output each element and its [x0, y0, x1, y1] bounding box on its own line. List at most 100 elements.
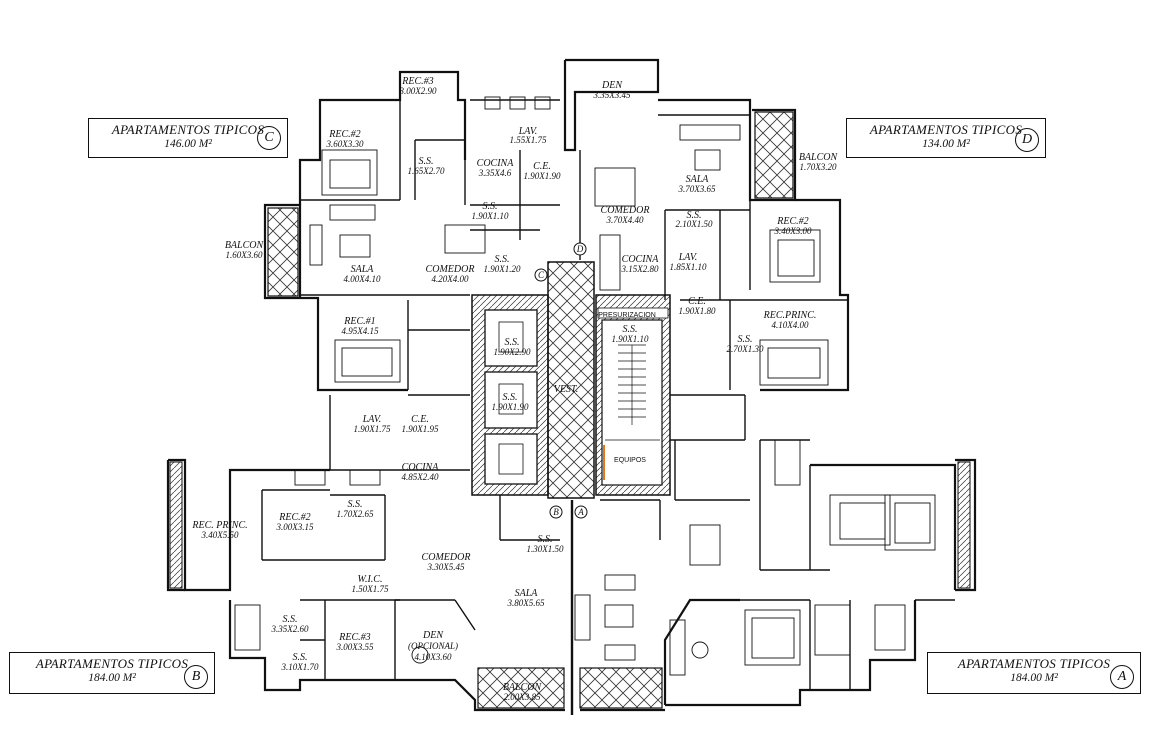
room-name: COMEDOR [426, 264, 475, 275]
apartment-letter: A [1110, 665, 1134, 689]
room-name: REC.#2 [278, 512, 310, 523]
room-rec2-c: REC.#23.60X3.30 [326, 129, 364, 149]
marker-d: D [576, 244, 584, 254]
room-name: LAV. [518, 126, 538, 137]
room-dim: 3.35X4.6 [478, 168, 512, 178]
room-rec3-b: REC.#33.00X3.55 [336, 632, 374, 652]
room-dim: 3.30X5.45 [427, 562, 465, 572]
room-dim: 1.90X1.20 [484, 264, 521, 274]
room-dim: 1.90X1.95 [402, 424, 439, 434]
room-dim: 1.55X1.75 [510, 135, 547, 145]
room-dim: 1.60X3.60 [226, 250, 263, 260]
marker-c: C [538, 270, 545, 280]
room-name: S.S. [623, 324, 638, 335]
apartment-area: 134.00 M² [922, 138, 970, 150]
room-name: REC. PRINC. [191, 520, 247, 531]
apartment-a-label: APARTAMENTOS TIPICOS 184.00 M² A [927, 652, 1141, 694]
room-dim: 1.90X1.90 [492, 402, 529, 412]
room-name: DEN [601, 80, 623, 91]
room-name: SALA [686, 174, 710, 185]
room-ss-c1: S.S.1.65X2.70 [408, 156, 445, 176]
room-dim: 1.90X1.10 [472, 211, 509, 221]
room-dim: 4.20X4.00 [432, 274, 469, 284]
room-dim: 1.65X2.70 [408, 166, 445, 176]
apartment-title: APARTAMENTOS TIPICOS [957, 656, 1111, 671]
room-ss-b4: S.S.3.10X1.70 [281, 652, 319, 672]
room-dim: (OPCIONAL) [408, 641, 458, 651]
room-name: C.E. [411, 414, 429, 425]
room-dim: 3.70X3.65 [678, 184, 716, 194]
room-dim: 3.15X2.80 [621, 264, 659, 274]
room-ss-d2: S.S.1.90X1.10 [612, 324, 649, 344]
room-dim: 3.40X3.00 [774, 226, 812, 236]
room-ss-b3: S.S.3.35X2.60 [271, 614, 309, 634]
room-name: S.S. [293, 652, 308, 663]
room-name: REC.#1 [343, 316, 375, 327]
room-dim: 1.90X1.75 [354, 424, 391, 434]
room-wic-b: W.I.C.1.50X1.75 [352, 574, 389, 594]
room-name: VEST. [554, 384, 579, 395]
room-name: REC.#3 [401, 76, 433, 87]
room-dim: 4.95X4.15 [342, 326, 379, 336]
room-name: BALCON [225, 240, 265, 251]
room-name: REC.#2 [328, 129, 360, 140]
room-dim: 1.90X1.80 [679, 306, 716, 316]
room-ce-d: C.E.1.90X1.80 [679, 296, 716, 316]
apartment-title: APARTAMENTOS TIPICOS [869, 122, 1023, 137]
room-rec2-b: REC.#23.00X3.15 [276, 512, 314, 532]
room-name: SALA [351, 264, 375, 275]
room-dim: 4.10X4.00 [772, 320, 809, 330]
room-name: REC.#2 [776, 216, 808, 227]
room-name: S.S. [495, 254, 510, 265]
room-dim: 4.85X2.40 [402, 472, 439, 482]
room-name: COCINA [402, 462, 440, 473]
room-name: S.S. [738, 334, 753, 345]
room-name: S.S. [419, 156, 434, 167]
apartment-area: 184.00 M² [1010, 672, 1058, 684]
room-name: BALCON [799, 152, 839, 163]
room-dim: 4.00X4.10 [344, 274, 381, 284]
room-name: S.S. [283, 614, 298, 625]
room-dim: 1.50X1.75 [352, 584, 389, 594]
room-name: DEN [422, 630, 444, 641]
apartment-letter: B [184, 665, 208, 689]
room-ss-c3: S.S.1.90X1.20 [484, 254, 521, 274]
room-name: C.E. [533, 161, 551, 172]
room-name: BALCON [503, 682, 543, 693]
room-name: REC.#3 [338, 632, 370, 643]
apartment-letter: D [1015, 128, 1039, 152]
room-dim: 3.60X3.30 [326, 139, 364, 149]
room-name: W.I.C. [358, 574, 383, 585]
room-dim: 1.70X3.20 [800, 162, 837, 172]
unit-markers: C D B A [534, 242, 588, 519]
room-dim: 4.10X3.60 [415, 652, 452, 662]
room-dim: 1.90X1.90 [524, 171, 561, 181]
room-recprinc-d: REC.PRINC.4.10X4.00 [763, 310, 817, 330]
room-dim: 3.40X5.50 [201, 530, 239, 540]
room-dim: 2.70X1.30 [727, 344, 764, 354]
room-lav-d: LAV.1.85X1.10 [670, 252, 707, 272]
equipos-label: EQUIPOS [614, 457, 646, 464]
room-den-b: DEN(OPCIONAL)4.10X3.60 [408, 630, 458, 662]
room-rec3-c: REC.#33.00X2.90 [399, 76, 437, 96]
room-name: COCINA [622, 254, 660, 265]
room-ce-b: C.E.1.90X1.95 [402, 414, 439, 434]
room-name: S.S. [538, 534, 553, 545]
room-dim: 1.70X2.65 [337, 509, 374, 519]
room-recprinc-b: REC. PRINC.3.40X5.50 [191, 520, 247, 540]
room-lav-c: LAV.1.55X1.75 [510, 126, 547, 145]
interior-walls [261, 99, 955, 715]
apartment-area: 184.00 M² [88, 672, 136, 684]
room-name: S.S. [687, 210, 702, 221]
room-ss-core1: S.S.1.90X2.90 [494, 337, 531, 357]
